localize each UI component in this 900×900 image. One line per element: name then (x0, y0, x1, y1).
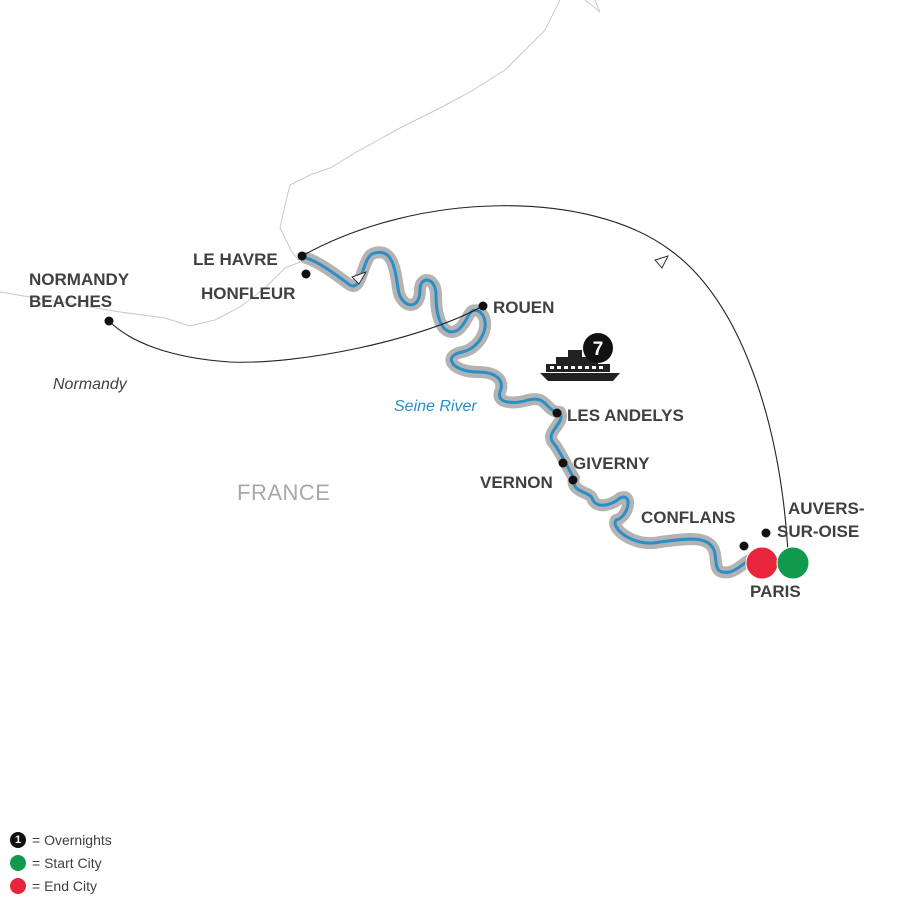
end-city-marker (745, 546, 779, 580)
start-city-legend-icon (10, 854, 26, 871)
legend-start-text: = Start City (32, 854, 102, 871)
legend-overnights: 1 = Overnights (10, 828, 112, 851)
overnights-badge (583, 333, 613, 363)
label-giverny: GIVERNY (573, 454, 650, 473)
label-country-france: FRANCE (237, 480, 330, 505)
label-auvers-line1: AUVERS- (788, 499, 865, 518)
label-vernon: VERNON (480, 473, 553, 492)
label-normandy-beaches-line2: BEACHES (29, 292, 112, 311)
overnights-legend-icon: 1 (10, 831, 26, 848)
legend-end-text: = End City (32, 877, 97, 894)
map-legend: 1 = Overnights = Start City = End City (10, 828, 112, 897)
label-les-andelys: LES ANDELYS (567, 406, 684, 425)
start-city-marker (776, 546, 810, 580)
city-dot-vernon (568, 475, 578, 485)
city-dot-honfleur (301, 269, 311, 279)
coastline (0, 0, 601, 327)
seine-river (304, 250, 754, 574)
label-seine-river: Seine River (394, 398, 477, 415)
label-region-normandy: Normandy (53, 376, 128, 393)
label-auvers-line2: SUR-OISE (777, 522, 859, 541)
city-dot-giverny (558, 458, 568, 468)
city-dot-le-havre (297, 251, 307, 261)
end-city-legend-icon (10, 877, 26, 894)
route-rouen-to-normandy-beaches (108, 306, 482, 363)
label-honfleur: HONFLEUR (201, 284, 295, 303)
arrow-head-icon (654, 255, 669, 269)
city-dot-conflans (739, 541, 749, 551)
overnights-count: 7 (593, 339, 604, 360)
label-rouen: ROUEN (493, 298, 554, 317)
legend-end: = End City (10, 874, 112, 897)
label-conflans: CONFLANS (641, 508, 735, 527)
route-le-havre-to-paris (301, 205, 789, 553)
label-paris: PARIS (750, 582, 801, 601)
ship-icon (540, 350, 620, 381)
city-dot-normandy-beaches (104, 316, 114, 326)
city-dot-rouen (478, 301, 488, 311)
label-normandy-beaches-line1: NORMANDY (29, 270, 130, 289)
arrow-head-icon (351, 271, 368, 285)
label-le-havre: LE HAVRE (193, 250, 278, 269)
city-dot-les-andelys (552, 408, 562, 418)
legend-overnights-text: = Overnights (32, 831, 112, 848)
legend-start: = Start City (10, 851, 112, 874)
city-dot-auvers-sur-oise (761, 528, 771, 538)
